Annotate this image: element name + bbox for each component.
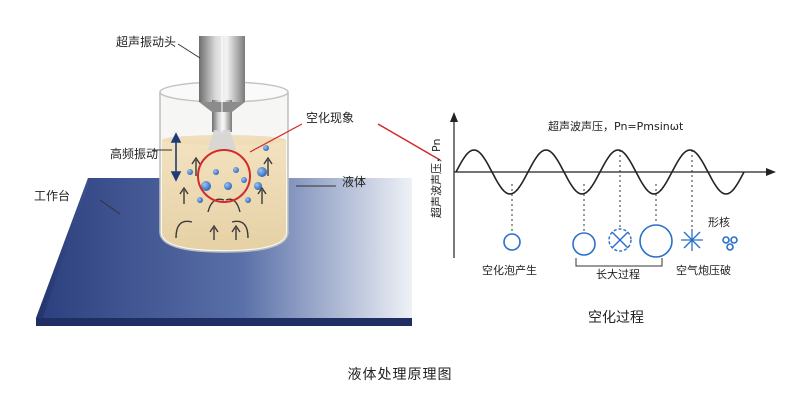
burst-icon	[681, 229, 703, 251]
collapse-bubble-icon	[608, 228, 632, 252]
vibration-arrow	[170, 132, 182, 182]
wave-label: 超声波声压，Pn=Pmsinωt	[548, 119, 684, 133]
nucleation-label: 形核	[708, 215, 730, 229]
cavitation-label: 空化现象	[306, 111, 354, 125]
ultrasonic-head-label: 超声振动头	[116, 34, 176, 49]
sine-wave	[455, 149, 745, 195]
growth-bracket	[575, 258, 663, 267]
cavitation-circle	[197, 149, 251, 203]
stage-bubbles	[503, 224, 738, 258]
liquid-label: 液体	[342, 174, 366, 189]
stage-guides	[511, 150, 693, 234]
y-axis-label: 超声波声压，Pn	[429, 139, 443, 218]
figure-caption: 液体处理原理图	[347, 367, 453, 383]
leader-lines	[99, 43, 336, 215]
liquid-body	[162, 140, 286, 250]
cavitation-process-title: 空化过程	[588, 310, 644, 326]
bubbles	[187, 145, 269, 203]
high-freq-vibration-label: 高频振动	[110, 146, 158, 161]
workbench-label: 工作台	[34, 188, 70, 203]
ultrasonic-probe	[199, 36, 245, 150]
cavitation-connector	[377, 123, 441, 161]
bubble-collapse-label: 空气炮压破	[676, 263, 731, 277]
growth-process-label: 长大过程	[596, 267, 640, 281]
bubble-generation-label: 空化泡产生	[482, 263, 537, 277]
pressure-wave-diagram	[450, 112, 776, 258]
cavitation-leader	[249, 123, 303, 153]
